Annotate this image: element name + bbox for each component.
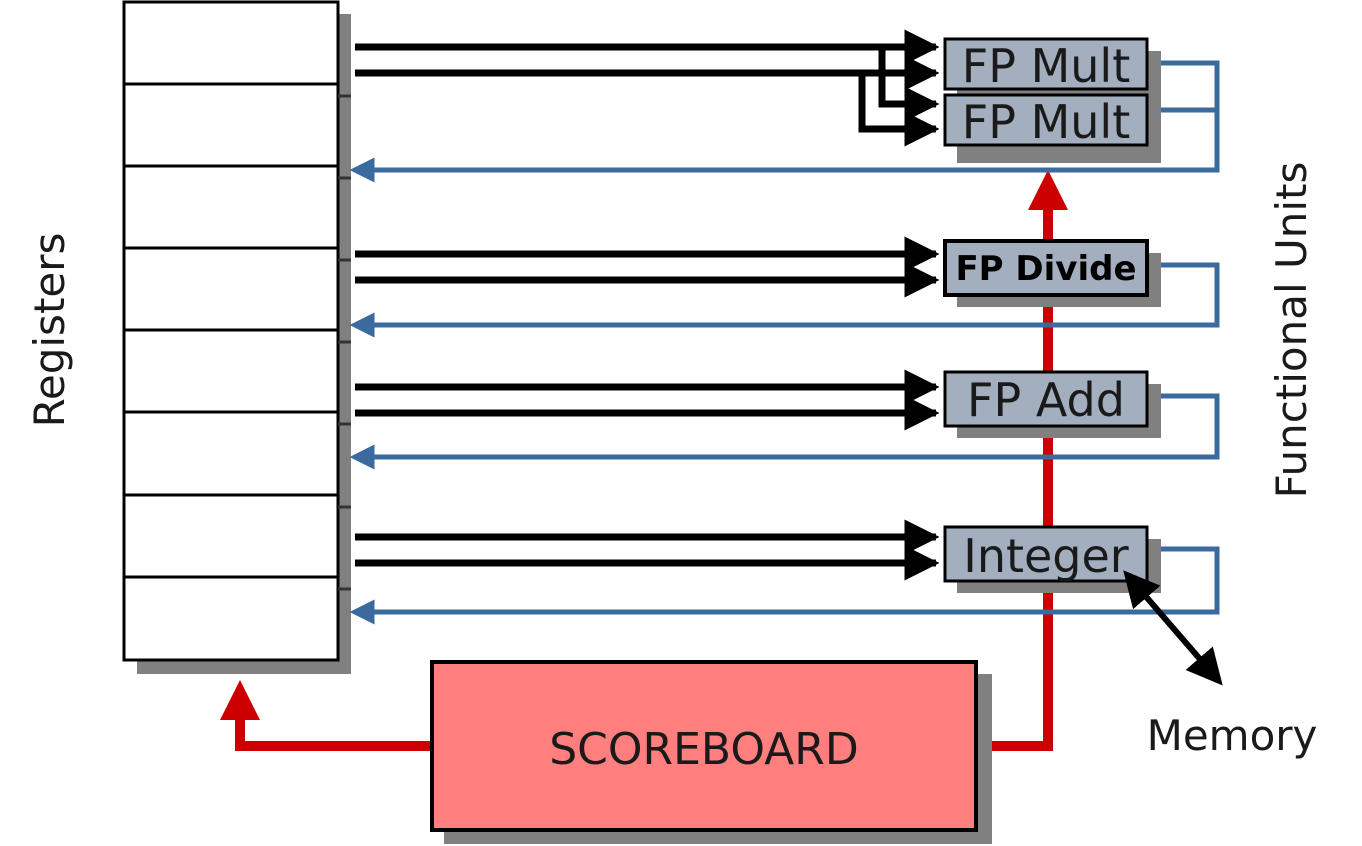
unit-label: FP Divide <box>955 249 1136 289</box>
register-dividers <box>124 82 338 579</box>
memory-label: Memory <box>1147 711 1318 760</box>
functional-units: FP Mult FP Mult FP Divide FP Add Integer <box>943 37 1161 593</box>
unit-box <box>943 525 1149 583</box>
unit-fp-divide: FP Divide <box>943 239 1161 307</box>
unit-label: FP Add <box>967 373 1125 427</box>
register-ticks <box>338 94 351 591</box>
unit-label: FP Mult <box>962 95 1130 149</box>
registers-label: Registers <box>25 233 74 428</box>
memory-connection <box>1123 570 1223 686</box>
unit-integer: Integer <box>943 525 1161 593</box>
unit-box <box>943 93 1149 147</box>
unit-fp-mult-2: FP Mult <box>943 93 1149 149</box>
scoreboard: SCOREBOARD <box>430 660 992 844</box>
result-bus-fp-add <box>349 393 1220 470</box>
operand-branch-fp-mult2-a <box>878 47 940 122</box>
control-bus-to-registers <box>220 680 432 751</box>
result-bus-fp-divide <box>349 262 1220 338</box>
unit-box <box>943 37 1149 91</box>
operand-buses <box>355 29 940 581</box>
unit-label: Integer <box>963 529 1129 583</box>
unit-box <box>943 239 1149 297</box>
functional-units-label: Functional Units <box>1267 162 1316 499</box>
register-file <box>122 0 351 674</box>
unit-label: FP Mult <box>962 39 1130 93</box>
scoreboard-label: SCOREBOARD <box>549 724 858 775</box>
scoreboard-box <box>430 660 978 832</box>
operand-branch-fp-mult2-b <box>858 73 940 147</box>
unit-fp-add: FP Add <box>943 370 1161 438</box>
result-bus-fp-mult <box>349 60 1220 183</box>
unit-box <box>943 370 1149 428</box>
